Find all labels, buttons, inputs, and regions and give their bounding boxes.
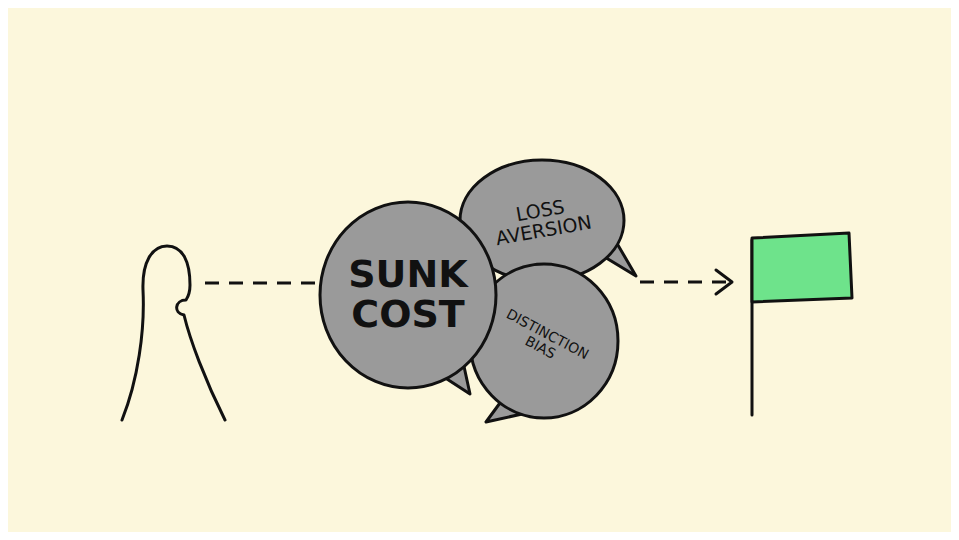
speech-bubble: SUNK COST	[318, 200, 498, 390]
dashed-line	[205, 282, 322, 285]
arrow-head	[716, 270, 732, 294]
bubble-label: LOSS AVERSION	[470, 189, 615, 253]
goal-flag	[752, 233, 852, 302]
dashed-arrow	[640, 281, 728, 284]
bubble-body	[470, 264, 618, 418]
bubble-label: DISTINCTION BIAS	[489, 302, 600, 380]
bubble-label: SUNK COST	[333, 255, 483, 335]
bubble-body	[320, 202, 496, 388]
bubble-text-area: SUNK COST	[318, 200, 498, 390]
person-figure	[122, 246, 225, 420]
